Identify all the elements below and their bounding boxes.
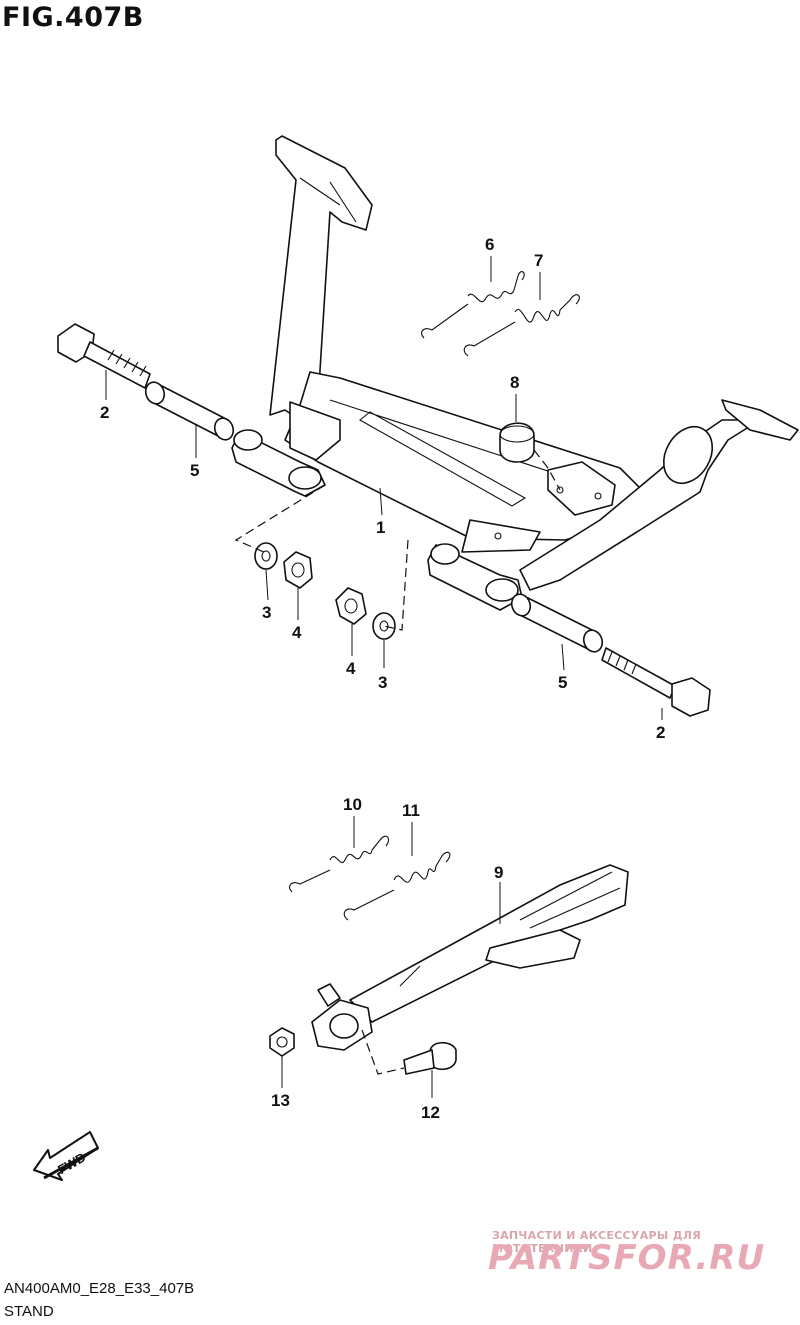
nut-right[interactable]	[335, 587, 367, 625]
callout-7: 7	[534, 251, 543, 270]
watermark-logo: PARTSFOR.RU	[488, 1238, 766, 1278]
callout-10: 10	[343, 795, 362, 814]
callout-5-right: 5	[558, 673, 567, 692]
bolt-right[interactable]	[601, 647, 711, 717]
callout-5-left: 5	[190, 461, 199, 480]
callout-1: 1	[376, 518, 385, 537]
figure-code: AN400AM0_E28_E33_407B	[4, 1280, 195, 1297]
callout-8: 8	[510, 373, 519, 392]
collar-right[interactable]	[509, 592, 605, 655]
stopper-rubber[interactable]	[499, 422, 535, 463]
leader-lines	[105, 256, 663, 1098]
callout-11: 11	[402, 801, 420, 820]
callout-12: 12	[421, 1103, 440, 1122]
assembly-line-left	[234, 484, 326, 554]
assembly-line-stopper	[533, 449, 561, 491]
callout-3-right: 3	[378, 673, 387, 692]
nut-13[interactable]	[269, 1027, 295, 1057]
callout-6: 6	[485, 235, 494, 254]
assembly-line-right	[383, 539, 409, 631]
callout-9: 9	[494, 863, 503, 882]
spring-7[interactable]	[463, 294, 580, 357]
callout-13: 13	[271, 1091, 290, 1110]
callout-2-left: 2	[100, 403, 109, 422]
callout-3-left: 3	[262, 603, 271, 622]
callout-4-left: 4	[292, 623, 302, 642]
section-name: STAND	[4, 1303, 54, 1320]
washer-left[interactable]	[254, 542, 278, 570]
collar-left[interactable]	[143, 380, 236, 443]
spring-10[interactable]	[289, 835, 389, 893]
side-stand-part[interactable]	[311, 864, 629, 1051]
spring-6[interactable]	[421, 271, 525, 339]
callout-4-right: 4	[346, 659, 356, 678]
spring-11[interactable]	[343, 851, 451, 921]
watermark-tagline: ЗАПЧАСТИ И АКСЕССУАРЫ ДЛЯ МОТОТЕХНИКИ	[492, 1229, 702, 1255]
callout-2-right: 2	[656, 723, 665, 742]
pivot-bolt[interactable]	[403, 1041, 457, 1075]
bolt-left[interactable]	[57, 323, 151, 389]
center-stand-part[interactable]	[231, 135, 799, 611]
fwd-arrow-icon: FWD	[33, 1131, 99, 1181]
nut-left[interactable]	[283, 551, 313, 589]
washer-right[interactable]	[372, 612, 396, 640]
assembly-line-side	[361, 1029, 405, 1075]
figure-title: FIG.407B	[2, 2, 144, 33]
